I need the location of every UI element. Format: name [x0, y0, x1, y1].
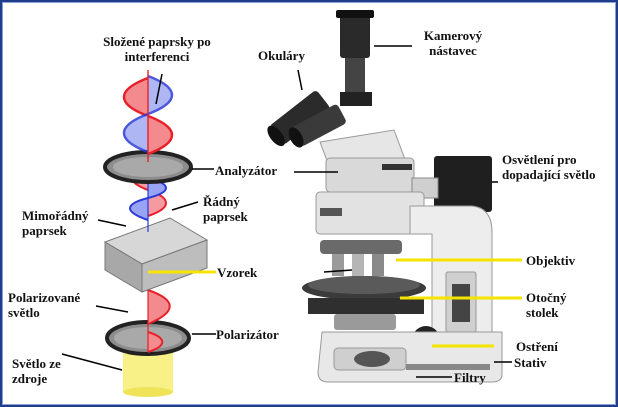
label-eyepieces: Okuláry: [258, 48, 305, 63]
label-ordinary-ray: Řádný paprsek: [203, 194, 273, 224]
label-specimen: Vzorek: [217, 265, 257, 280]
label-focus: Ostření: [516, 339, 558, 354]
label-objective: Objektiv: [526, 253, 575, 268]
label-camera-adapter: Kamerový nástavec: [410, 28, 496, 58]
combined-beams-wave: [124, 70, 172, 162]
label-combined-beams: Složené paprsky po interferenci: [94, 34, 220, 64]
label-reflected-light: Osvětlení pro dopadající světlo: [502, 152, 612, 182]
label-light-source: Světlo ze zdroje: [12, 356, 82, 386]
label-filters: Filtry: [454, 370, 486, 385]
label-stand: Stativ: [514, 355, 547, 370]
label-polarized-light: Polarizované světlo: [8, 290, 104, 320]
specimen-crystal: [105, 218, 207, 292]
label-polarizer: Polarizátor: [216, 327, 279, 342]
label-analyzer: Analyzátor: [215, 163, 277, 178]
microscope: [264, 10, 502, 382]
label-extraordinary-ray: Mimořádný paprsek: [22, 208, 104, 238]
label-rotating-stage: Otočný stolek: [526, 290, 586, 320]
